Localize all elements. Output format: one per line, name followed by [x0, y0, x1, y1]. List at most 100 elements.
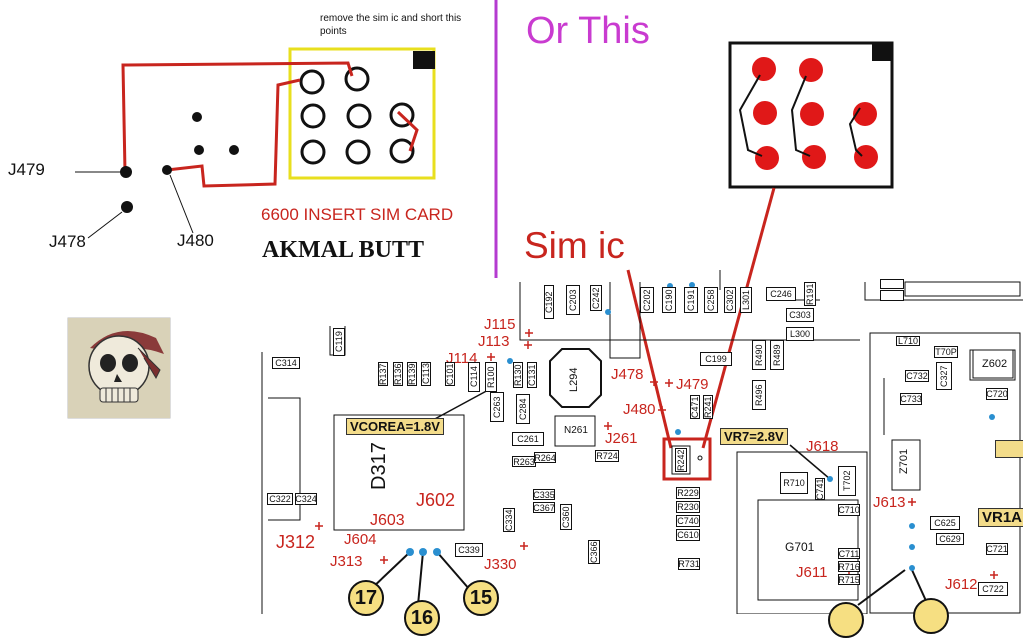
comp-c114: C114	[468, 362, 480, 392]
comp-c333: C203	[566, 285, 580, 315]
or-this-heading: Or This	[526, 10, 650, 52]
comp-c314: C314	[272, 357, 300, 369]
vr-partial-label	[995, 440, 1023, 458]
comp-r191: C199	[700, 352, 732, 366]
short-trace-1	[121, 61, 354, 173]
j618: J618	[806, 438, 839, 455]
comp-c722: C732	[905, 370, 929, 382]
j612: J612	[945, 576, 978, 593]
chip-z701: Z701	[898, 448, 910, 474]
comp-c724: L710	[896, 336, 920, 346]
insert-sim-label: 6600 INSERT SIM CARD	[261, 205, 454, 224]
comp-r489: R241	[703, 395, 713, 419]
label-j478: J478	[49, 232, 86, 251]
comp-c113: C113	[421, 362, 431, 386]
comp-c263: C263	[490, 392, 504, 422]
comp-c201: C242	[590, 285, 602, 311]
vcorea-label: VCOREA=1.8V	[346, 418, 444, 435]
chip-g701: G701	[785, 540, 815, 554]
sim-alt-pads	[752, 57, 878, 170]
comp-c119: C119	[333, 328, 345, 356]
comp-c610: C741	[815, 478, 825, 500]
comp-r496: R242	[675, 448, 687, 472]
comp-c339: C334	[503, 508, 515, 532]
comp-c191: L301	[740, 287, 752, 313]
chip-z602: Z602	[982, 358, 1008, 370]
j479-pcb: J479	[676, 376, 709, 393]
test-point-15: 15	[463, 580, 499, 616]
comp-c242: C190	[662, 287, 676, 313]
comp-c324: C339	[455, 543, 483, 557]
comp-c360: C366	[588, 540, 600, 564]
j313: J313	[330, 553, 363, 570]
comp-r229: C610	[676, 529, 700, 541]
j604: J604	[344, 531, 377, 548]
comp-c824	[880, 290, 904, 301]
j330: J330	[484, 556, 517, 573]
j478-pcb: J478	[611, 366, 644, 383]
comp-c710: R716	[838, 561, 860, 572]
vr7-label: VR7=2.8V	[720, 428, 788, 445]
comp-c194: C191	[684, 287, 698, 313]
comp-c131: C131	[527, 362, 537, 388]
comp-c327: C324	[295, 493, 317, 505]
comp-c332: C192	[544, 285, 554, 319]
comp-c625: C722	[978, 582, 1008, 596]
z602-chip	[972, 349, 1014, 379]
j613: J613	[873, 494, 906, 511]
sim-ic-label: Sim ic	[524, 225, 625, 266]
comp-l300: R489	[770, 340, 784, 370]
sim-ic-highlight	[662, 437, 712, 481]
test-point-partial-right	[913, 598, 949, 634]
comp-c202: C258	[704, 287, 718, 313]
sim-alt-corner	[872, 44, 892, 61]
comp-c707: C625	[930, 516, 960, 530]
comp-c608: C720	[986, 388, 1008, 400]
comp-c203: C202	[640, 287, 654, 313]
j113: J113	[478, 333, 510, 350]
comp-r241: R230	[676, 501, 700, 513]
comp-t702: R710	[780, 472, 808, 494]
comp-r137: R137	[378, 362, 388, 386]
comp-r490: C471	[690, 395, 700, 419]
comp-c721: C733	[900, 393, 922, 405]
comp-c740: T702	[838, 466, 856, 496]
comp-l712: T70P	[934, 346, 958, 358]
comp-c284: C284	[516, 394, 530, 424]
skull-image	[68, 318, 170, 418]
comp-c706: C629	[936, 533, 964, 545]
comp-c302: C246	[766, 287, 796, 301]
j603: J603	[370, 512, 405, 529]
comp-l301: R191	[804, 282, 816, 306]
comp-c334: C367	[533, 502, 555, 513]
test-pads	[120, 112, 239, 213]
test-point-16: 16	[404, 600, 440, 636]
sim-alt-shorts	[738, 74, 863, 157]
j312: J312	[276, 532, 316, 552]
comp-r136: R136	[393, 362, 403, 386]
comp-r264: R724	[595, 450, 619, 462]
comp-r230: R731	[678, 558, 700, 570]
comp-c190: C302	[724, 287, 736, 313]
comp-c246: L300	[786, 327, 814, 341]
comp-c260: R263	[512, 456, 536, 467]
comp-r724	[880, 279, 904, 289]
j480-pcb: J480	[623, 401, 656, 418]
comp-c101: C101	[445, 362, 455, 386]
comp-c471: R229	[676, 487, 700, 499]
comp-r130: R130	[513, 362, 523, 388]
sim-contacts	[299, 66, 415, 165]
comp-l302: C303	[786, 308, 814, 322]
chip-l294: L294	[568, 367, 580, 392]
label-j480: J480	[177, 231, 214, 250]
test-point-17: 17	[348, 580, 384, 616]
comp-r242: C740	[676, 515, 700, 527]
comp-c629: C721	[986, 543, 1008, 555]
n261-chip	[554, 415, 596, 447]
comp-c328: C322	[267, 493, 293, 505]
comp-c303: R490	[752, 340, 766, 370]
comp-r100: R100	[485, 362, 497, 392]
j602: J602	[416, 490, 456, 510]
author-label: AKMAL BUTT	[262, 237, 425, 263]
comp-r336: C335	[533, 489, 555, 500]
